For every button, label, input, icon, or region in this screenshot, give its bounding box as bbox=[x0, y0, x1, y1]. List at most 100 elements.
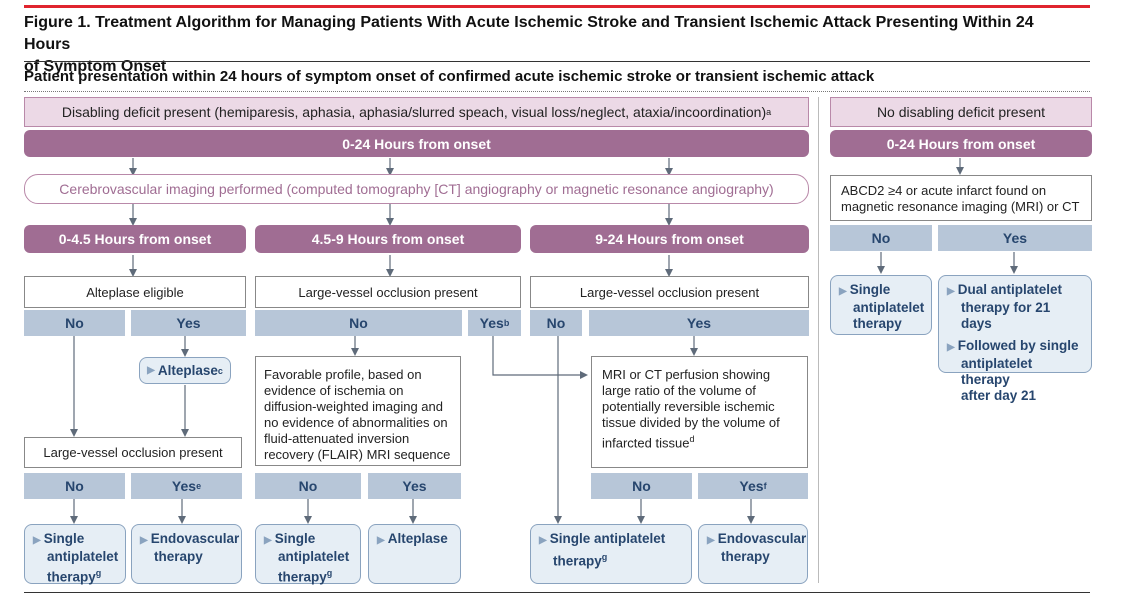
outcome-text: therapy bbox=[154, 549, 203, 564]
footnote-g: g bbox=[326, 568, 333, 578]
outcome-text: Dual antiplatelet bbox=[957, 282, 1062, 297]
perfusion-line: large ratio of the volume of bbox=[602, 383, 756, 398]
title-accent-line bbox=[24, 5, 1090, 8]
col3-no: No bbox=[530, 310, 582, 336]
col3-lvo-question: Large-vessel occlusion present bbox=[530, 276, 809, 308]
outcome-line: ▶Followed by single bbox=[947, 338, 1083, 356]
col2-no: No bbox=[255, 310, 462, 336]
outcome-single-antiplatelet-col3: ▶Single antiplatelet therapyg bbox=[530, 524, 692, 584]
outcome-line: ▶Single bbox=[33, 531, 117, 549]
col2-header: 4.5-9 Hours from onset bbox=[255, 225, 521, 253]
outcome-text: therapy bbox=[47, 569, 96, 585]
triangle-right-icon: ▶ bbox=[947, 286, 955, 297]
triangle-right-icon: ▶ bbox=[947, 342, 955, 353]
triangle-right-icon: ▶ bbox=[707, 535, 715, 546]
triangle-right-icon: ▶ bbox=[33, 535, 41, 546]
footnote-e: e bbox=[196, 481, 202, 491]
outcome-text: therapy bbox=[853, 316, 902, 331]
profile-line: diffusion-weighted imaging and bbox=[264, 399, 443, 414]
col3-yes: Yes bbox=[589, 310, 809, 336]
profile-line: evidence of ischemia on bbox=[264, 383, 404, 398]
outcome-line: ▶Single bbox=[264, 531, 352, 549]
outcome-endovascular-col1: ▶Endovascular therapy bbox=[131, 524, 242, 584]
outcome-text: Followed by single bbox=[957, 338, 1079, 353]
title-divider bbox=[24, 61, 1090, 62]
outcome-endovascular-col3: ▶Endovascular therapy bbox=[698, 524, 808, 584]
outcome-text: antiplatelet bbox=[278, 549, 350, 564]
alteplase-label: Alteplase bbox=[157, 362, 218, 378]
footnote-c: c bbox=[217, 365, 223, 376]
subtitle-divider bbox=[24, 91, 1090, 92]
col1-header: 0-4.5 Hours from onset bbox=[24, 225, 246, 253]
outcome-text: therapy for 21 days bbox=[961, 300, 1051, 331]
perfusion-line-text: infarcted tissue bbox=[602, 435, 690, 451]
profile-line: no evidence of abnormalities on bbox=[264, 415, 448, 430]
outcome-text: antiplatelet bbox=[853, 300, 925, 315]
favorable-profile-box: Favorable profile, based on evidence of … bbox=[255, 356, 461, 466]
col2-no2: No bbox=[255, 473, 361, 499]
footnote-g: g bbox=[601, 552, 608, 562]
col1-yes: Yes bbox=[131, 310, 246, 336]
outcome-single-antiplatelet-col2: ▶Single antiplatelet therapyg bbox=[255, 524, 361, 586]
col2-yes-label: Yes bbox=[479, 315, 504, 331]
col1-lvo-question: Large-vessel occlusion present bbox=[24, 437, 242, 468]
outcome-text: therapy bbox=[278, 569, 327, 585]
footnote-b: b bbox=[503, 318, 510, 328]
nondisabling-yes: Yes bbox=[938, 225, 1092, 251]
outcome-line: ▶Endovascular bbox=[140, 531, 239, 549]
criteria-line: magnetic resonance imaging (MRI) or CT bbox=[841, 199, 1080, 214]
disabling-deficit-text: Disabling deficit present (hemiparesis, … bbox=[61, 104, 767, 120]
section-divider bbox=[818, 97, 819, 583]
col3-header: 9-24 Hours from onset bbox=[530, 225, 809, 253]
perfusion-box: MRI or CT perfusion showing large ratio … bbox=[591, 356, 808, 468]
triangle-right-icon: ▶ bbox=[140, 535, 148, 546]
triangle-right-icon: ▶ bbox=[377, 535, 385, 546]
perfusion-line: potentially reversible ischemic bbox=[602, 399, 775, 414]
outcome-line: ▶Single antiplatelet bbox=[539, 531, 683, 549]
outcome-line: ▶Single bbox=[839, 282, 923, 300]
outcome-single-antiplatelet-nondisabling: ▶Single antiplatelet therapy bbox=[830, 275, 932, 335]
no-disabling-deficit-header: No disabling deficit present bbox=[830, 97, 1092, 127]
figure-title: Figure 1. Treatment Algorithm for Managi… bbox=[24, 12, 1084, 78]
profile-line: recovery (FLAIR) MRI sequence bbox=[264, 447, 451, 462]
imaging-box: Cerebrovascular imaging performed (compu… bbox=[24, 174, 809, 204]
col2-lvo-question: Large-vessel occlusion present bbox=[255, 276, 521, 308]
figure-subtitle: Patient presentation within 24 hours of … bbox=[24, 68, 875, 85]
bottom-rule bbox=[24, 592, 1090, 593]
footnote-a: a bbox=[766, 107, 772, 117]
figure-title-line2: of Symptom Onset bbox=[24, 58, 167, 75]
profile-line: fluid-attenuated inversion bbox=[264, 431, 410, 446]
footnote-g: g bbox=[95, 568, 102, 578]
triangle-right-icon: ▶ bbox=[839, 286, 847, 297]
onset-bar-nondisabling: 0-24 Hours from onset bbox=[830, 130, 1092, 157]
outcome-line: ▶Alteplase bbox=[377, 531, 452, 549]
outcome-text: Endovascular bbox=[150, 531, 240, 546]
outcome-single-antiplatelet-col1: ▶Single antiplatelet therapyg bbox=[24, 524, 126, 586]
outcome-text: antiplatelet therapy bbox=[961, 356, 1033, 387]
figure-title-line1: Figure 1. Treatment Algorithm for Managi… bbox=[24, 14, 1034, 53]
perfusion-line: MRI or CT perfusion showing bbox=[602, 367, 771, 382]
footnote-f: f bbox=[763, 481, 767, 491]
col2-yes2: Yes bbox=[368, 473, 461, 499]
col3-yes2-label: Yes bbox=[739, 478, 764, 494]
outcome-text: Endovascular bbox=[717, 531, 807, 546]
disabling-deficit-header: Disabling deficit present (hemiparesis, … bbox=[24, 97, 809, 127]
criteria-line: ABCD2 ≥4 or acute infarct found on bbox=[841, 183, 1047, 198]
profile-line: Favorable profile, based on bbox=[264, 367, 422, 382]
outcome-line: therapyg bbox=[539, 549, 683, 570]
abcd2-criteria-box: ABCD2 ≥4 or acute infarct found on magne… bbox=[830, 175, 1092, 221]
col1-yes2-label: Yes bbox=[171, 478, 197, 494]
outcome-line: therapyg bbox=[264, 565, 352, 586]
outcome-text: antiplatelet bbox=[47, 549, 119, 564]
triangle-right-icon: ▶ bbox=[539, 535, 547, 546]
outcome-line: therapyg bbox=[33, 565, 117, 586]
outcome-line: ▶Endovascular bbox=[707, 531, 806, 549]
outcome-dual-antiplatelet: ▶Dual antiplatelet therapy for 21 days ▶… bbox=[938, 275, 1092, 403]
outcome-text: Single bbox=[43, 531, 85, 546]
outcome-alteplase-col2: ▶Alteplase bbox=[368, 524, 461, 584]
perfusion-line: infarcted tissued bbox=[602, 431, 797, 451]
outcome-text: therapy bbox=[721, 549, 770, 564]
